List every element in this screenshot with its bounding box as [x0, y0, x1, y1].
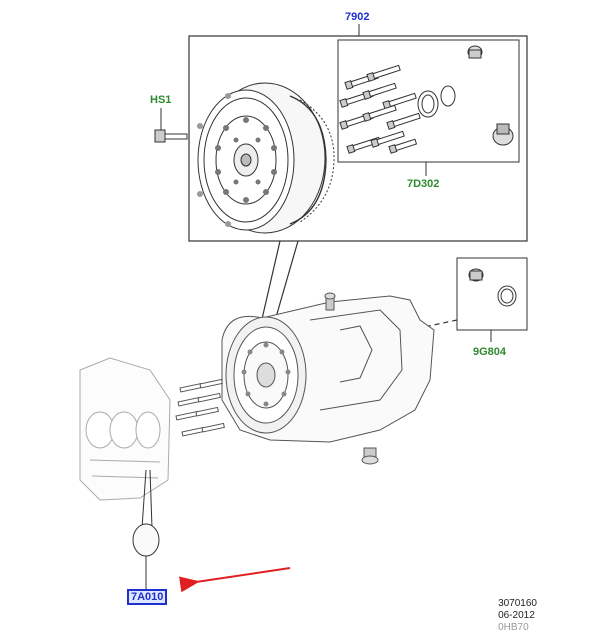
callout-hs1[interactable]: HS1	[150, 94, 172, 106]
red-arrow-icon	[178, 567, 291, 593]
illustration-number: 3070160	[498, 598, 537, 609]
illustration-reference: 3070160 06-2012 0HB70	[498, 598, 537, 634]
bolt-kit-box	[337, 39, 520, 176]
cover-plug-illustration	[132, 469, 160, 590]
illustration-date: 06-2012	[498, 610, 535, 621]
engine-block-illustration	[79, 357, 171, 501]
torque-converter-kit-box	[188, 24, 528, 242]
callout-9g804[interactable]: 9G804	[473, 346, 507, 358]
flywheel-bolt-illustration	[154, 108, 188, 143]
mounting-bolts-illustration	[175, 378, 225, 437]
seal-kit-box	[456, 257, 528, 342]
bolt-set-illustration	[339, 45, 514, 154]
transmission-illustration	[221, 292, 435, 465]
callout-7902[interactable]: 7902	[345, 11, 370, 23]
callout-7d302[interactable]: 7D302	[407, 178, 440, 190]
torque-converter-illustration	[197, 82, 335, 234]
callout-7a010[interactable]: 7A010	[127, 589, 168, 605]
illustration-code: 0HB70	[498, 622, 529, 633]
